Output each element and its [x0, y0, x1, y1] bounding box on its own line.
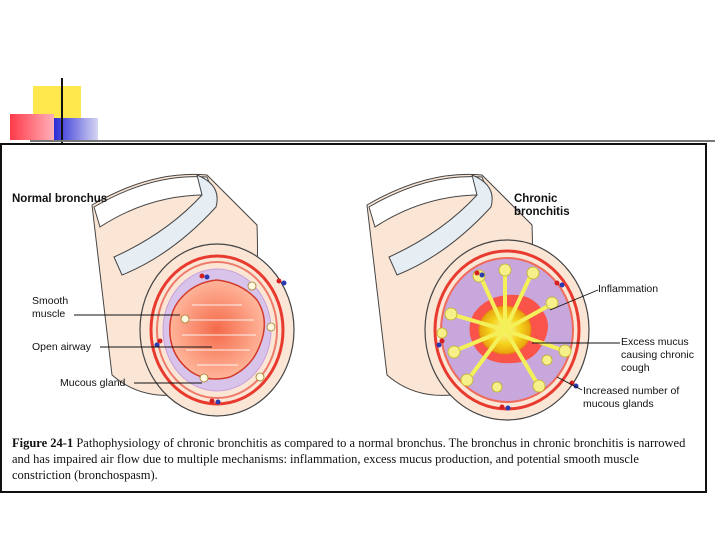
figure-number: Figure 24-1 [12, 436, 73, 450]
excess-mucus-label: Excess mucus causing chronic cough [621, 336, 705, 375]
figure-caption: Figure 24-1 Pathophysiology of chronic b… [12, 435, 692, 483]
normal-bronchus-title: Normal bronchus [12, 193, 107, 206]
chronic-bronchitis-title: Chronic bronchitis [514, 193, 584, 219]
smooth-muscle-label: Smooth muscle [32, 295, 82, 321]
inflammation-label: Inflammation [598, 283, 658, 296]
decorative-horizontal-line [30, 140, 715, 142]
decorative-red-bar [10, 114, 54, 140]
figure-frame: Normal bronchus Chronic bronchitis Smoot… [0, 143, 707, 493]
increased-mucous-glands-label: Increased number of mucous glands [583, 385, 693, 411]
open-airway-label: Open airway [32, 341, 91, 354]
decorative-vertical-line [61, 78, 63, 146]
caption-text: Pathophysiology of chronic bronchitis as… [12, 436, 685, 482]
mucous-gland-label: Mucous gland [60, 377, 125, 390]
